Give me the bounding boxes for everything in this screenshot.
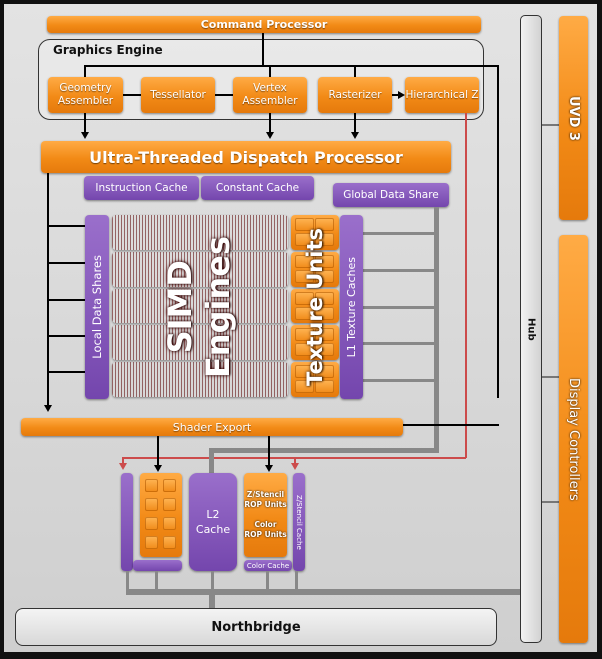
hierarchical-z: Hierarchical Z [405, 77, 479, 113]
command-processor: Command Processor [47, 16, 481, 33]
color-rop-label-1: Color [254, 520, 277, 529]
rop-unit-block-left [140, 473, 182, 557]
l2-cache: L2 Cache [189, 473, 237, 571]
texture-unit-cell [315, 233, 334, 246]
zstencil-cache: Z/Stencil Cache [293, 473, 305, 571]
texture-unit-row [291, 288, 339, 324]
zstencil-rop-label-2: ROP Units [244, 500, 287, 509]
ultra-threaded-dispatch-processor: Ultra-Threaded Dispatch Processor [41, 141, 451, 173]
shader-export: Shader Export [21, 418, 403, 436]
texture-unit-cell [295, 233, 314, 246]
vertex-assembler: Vertex Assembler [233, 77, 307, 113]
texture-unit-row [291, 325, 339, 361]
l1-texture-caches: L1 Texture Caches [340, 215, 363, 399]
hub: Hub [520, 15, 542, 643]
depth-cache-bar-left [121, 473, 133, 571]
simd-engine-row [112, 251, 288, 287]
cache-bar-left-bottom [133, 560, 182, 571]
local-data-shares: Local Data Shares [85, 215, 109, 399]
simd-engine-row [112, 362, 288, 397]
constant-cache: Constant Cache [201, 176, 314, 200]
texture-unit-row [291, 251, 339, 287]
rop-cell [145, 536, 158, 549]
texture-unit-cell [315, 218, 334, 231]
uvd-3: UVD 3 [559, 16, 588, 220]
rop-cell [145, 479, 158, 492]
rop-cell [163, 498, 176, 511]
simd-engine-row [112, 288, 288, 324]
texture-unit-cell [295, 365, 314, 379]
rop-cell [145, 517, 158, 530]
texture-unit-cell [295, 306, 314, 320]
rop-cell [145, 498, 158, 511]
texture-unit-cell [295, 380, 314, 394]
graphics-engine-title: Graphics Engine [53, 43, 163, 57]
texture-unit-cell [315, 380, 334, 394]
texture-unit-cell [315, 343, 334, 357]
texture-unit-cell [315, 328, 334, 342]
rop-cell [163, 536, 176, 549]
simd-engines-label: SIMD Engines [161, 235, 237, 379]
texture-unit-cell [315, 365, 334, 379]
color-cache: Color Cache [244, 560, 292, 571]
texture-unit-cell [295, 343, 314, 357]
northbridge: Northbridge [15, 608, 497, 646]
simd-engine-row [112, 215, 288, 250]
texture-units-label: Texture Units [303, 228, 327, 386]
rop-units: Z/Stencil ROP Units Color ROP Units [244, 473, 287, 557]
texture-unit-cell [295, 291, 314, 305]
color-rop-label-2: ROP Units [244, 530, 287, 539]
rop-cell [163, 479, 176, 492]
texture-unit-cell [295, 328, 314, 342]
rasterizer: Rasterizer [318, 77, 392, 113]
global-data-share: Global Data Share [333, 183, 449, 207]
instruction-cache: Instruction Cache [84, 176, 199, 200]
texture-unit-row [291, 362, 339, 397]
display-controllers: Display Controllers [559, 235, 588, 643]
diagram-canvas: Command Processor Graphics Engine Geomet… [4, 4, 597, 652]
texture-unit-cell [295, 218, 314, 231]
texture-unit-cell [295, 254, 314, 268]
rop-cell [163, 517, 176, 530]
texture-unit-cell [315, 306, 334, 320]
texture-unit-cell [295, 269, 314, 283]
tessellator: Tessellator [141, 77, 215, 113]
command-processor-label: Command Processor [200, 18, 328, 31]
texture-unit-cell [315, 269, 334, 283]
texture-unit-cell [315, 291, 334, 305]
zstencil-rop-label-1: Z/Stencil [246, 490, 285, 499]
texture-unit-row [291, 215, 339, 250]
texture-unit-cell [315, 254, 334, 268]
simd-engine-row [112, 325, 288, 361]
geometry-assembler: Geometry Assembler [48, 77, 123, 113]
